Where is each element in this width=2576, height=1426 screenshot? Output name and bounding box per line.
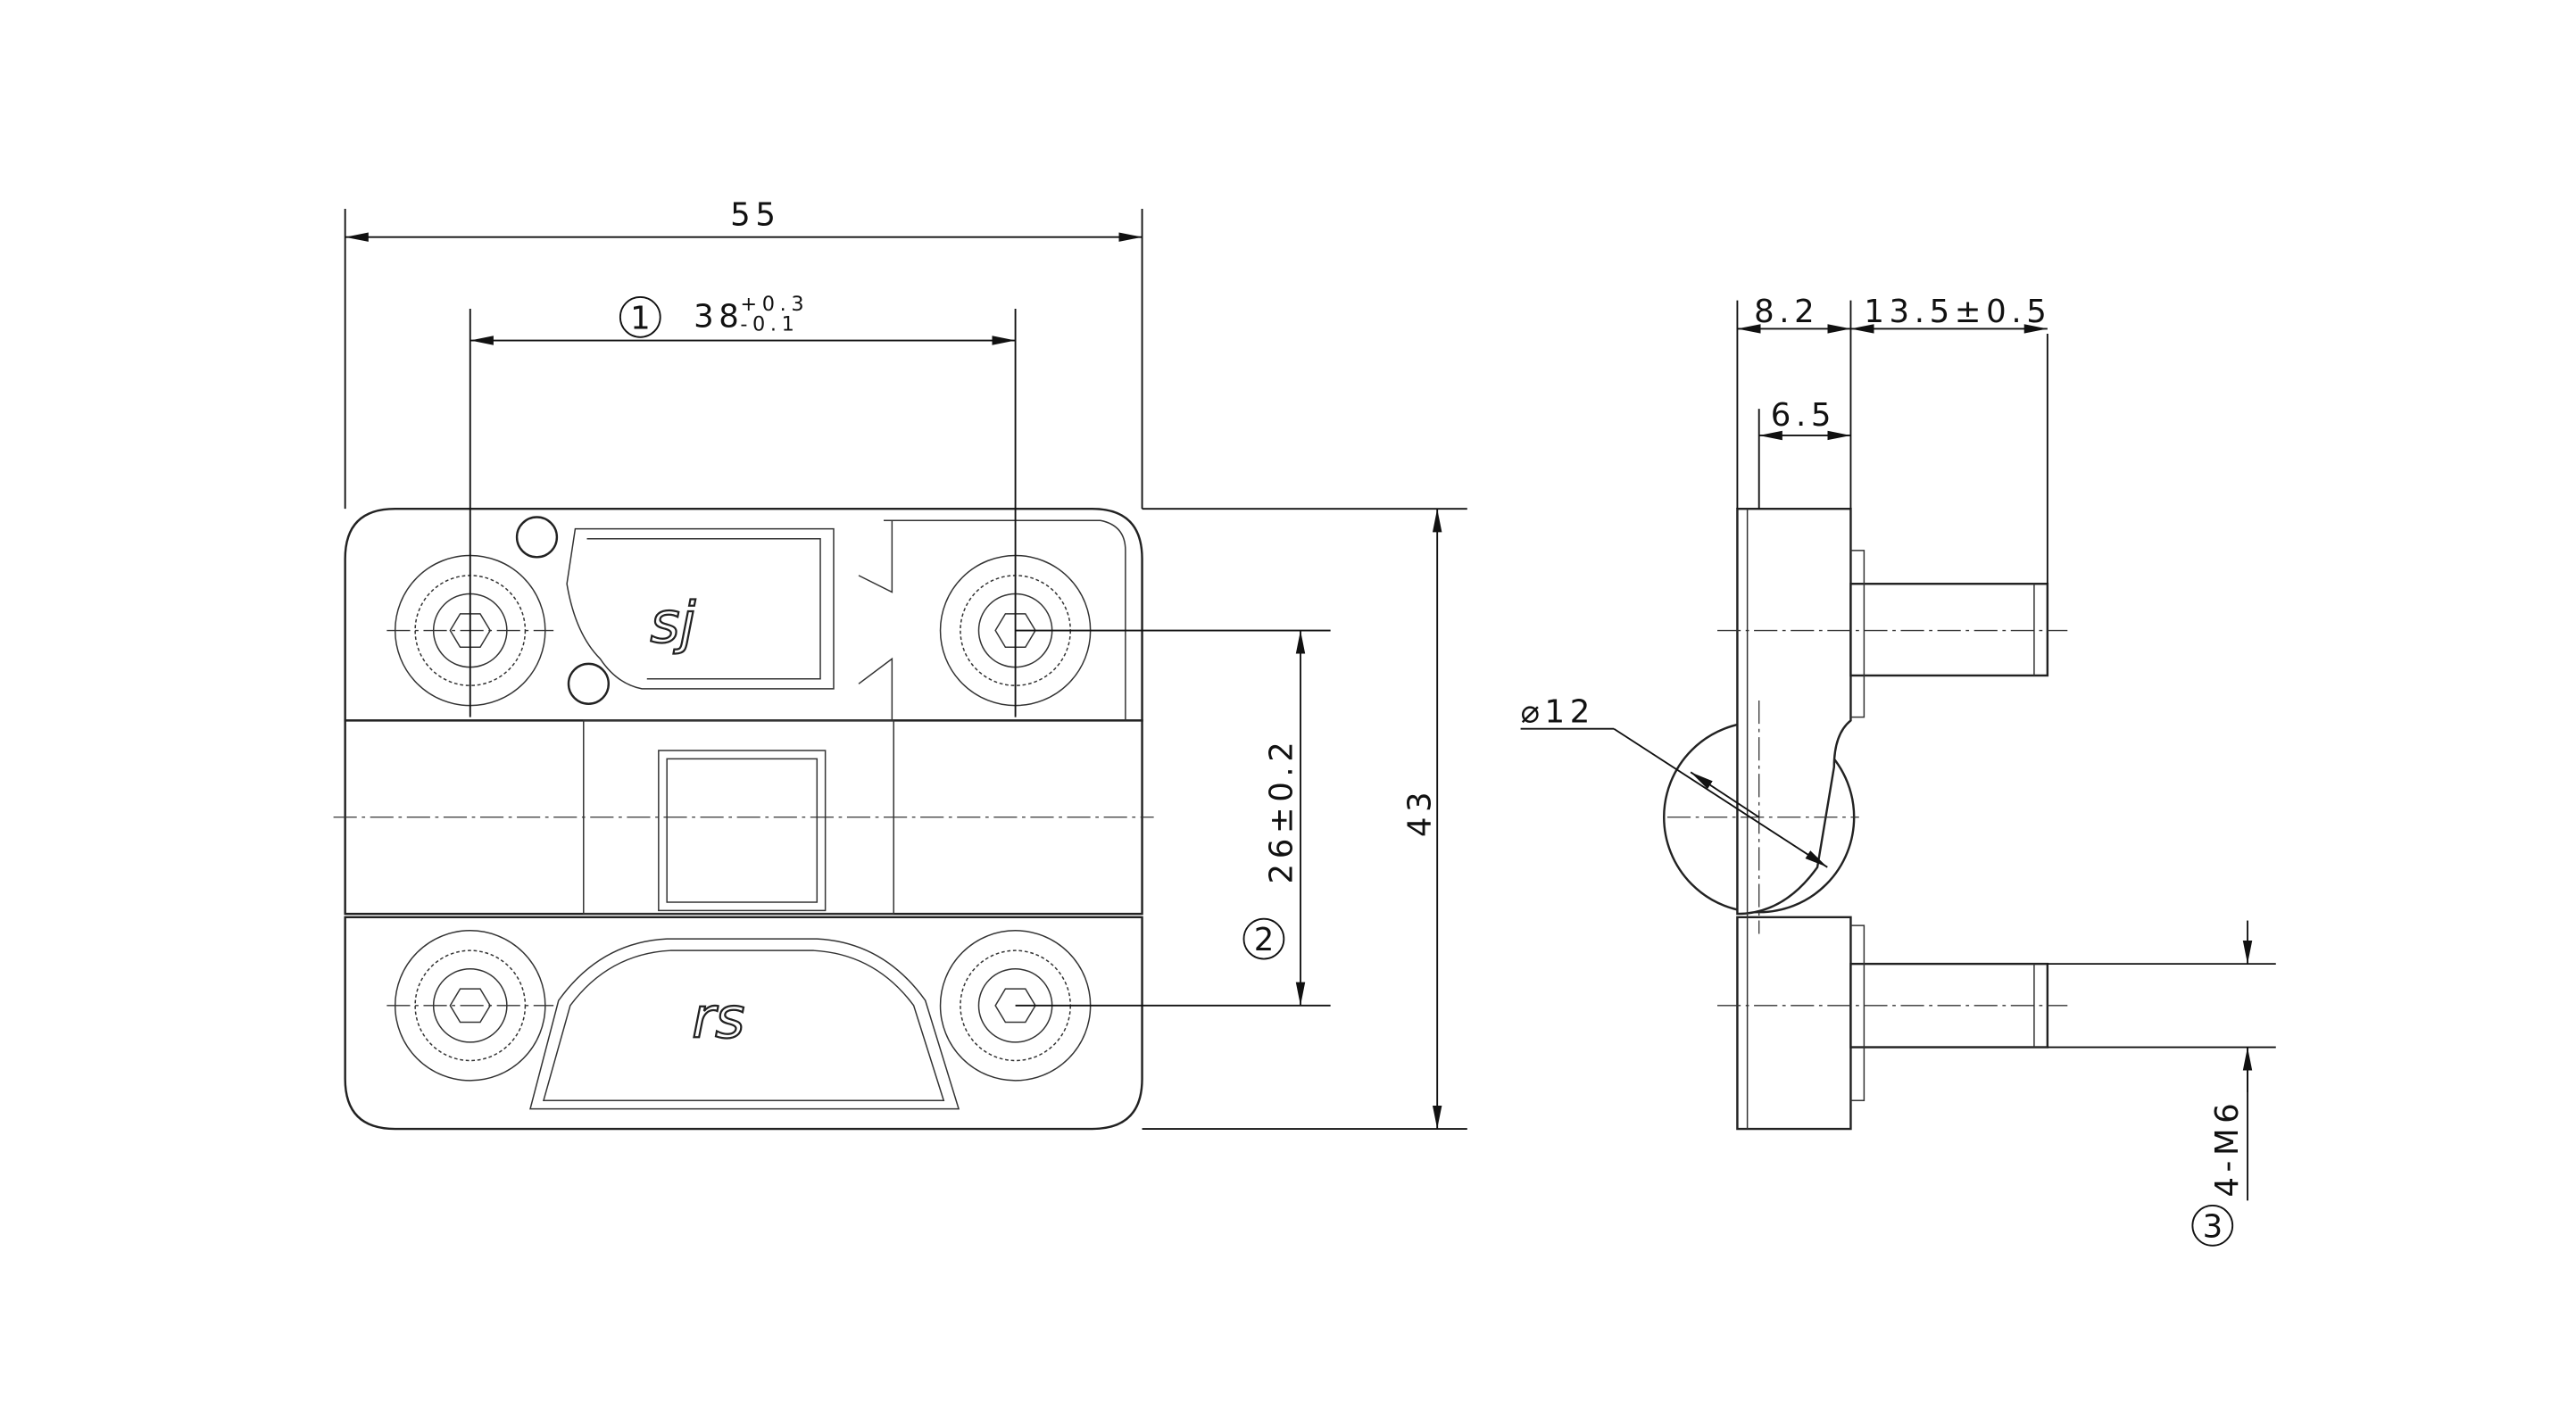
- pin-top: [1849, 583, 2049, 677]
- dim-hole-spacing-y: 26±0.2: [1264, 737, 1300, 884]
- front-view: sj rs 55 1 38 +0.3 -0.1 26±0.2: [333, 197, 1467, 1131]
- logo-bottom: rs: [692, 984, 744, 1050]
- dim-diameter: ⌀12: [1521, 693, 1595, 730]
- dim-thickness: 8.2: [1754, 294, 1819, 330]
- dim-tol-plus: +0.3: [740, 293, 809, 316]
- balloon-3: 3: [2203, 1208, 2228, 1245]
- logo-top: sj: [651, 590, 696, 656]
- dim-tol-minus: -0.1: [740, 312, 799, 336]
- bottom-leaf: [344, 916, 1143, 1131]
- dim-pin-length: 13.5±0.5: [1864, 294, 2051, 330]
- dim-height: 43: [1402, 787, 1439, 837]
- balloon-1: 1: [630, 300, 655, 336]
- dim-width: 55: [730, 197, 780, 234]
- dim-inner: 6.5: [1771, 397, 1836, 434]
- dim-hole-spacing-x: 38: [694, 299, 744, 336]
- thread-callout: 4-M6: [2209, 1099, 2246, 1198]
- side-view: 8.2 13.5±0.5 6.5 ⌀12 4-M6 3: [1521, 294, 2276, 1247]
- balloon-2: 2: [1254, 922, 1279, 958]
